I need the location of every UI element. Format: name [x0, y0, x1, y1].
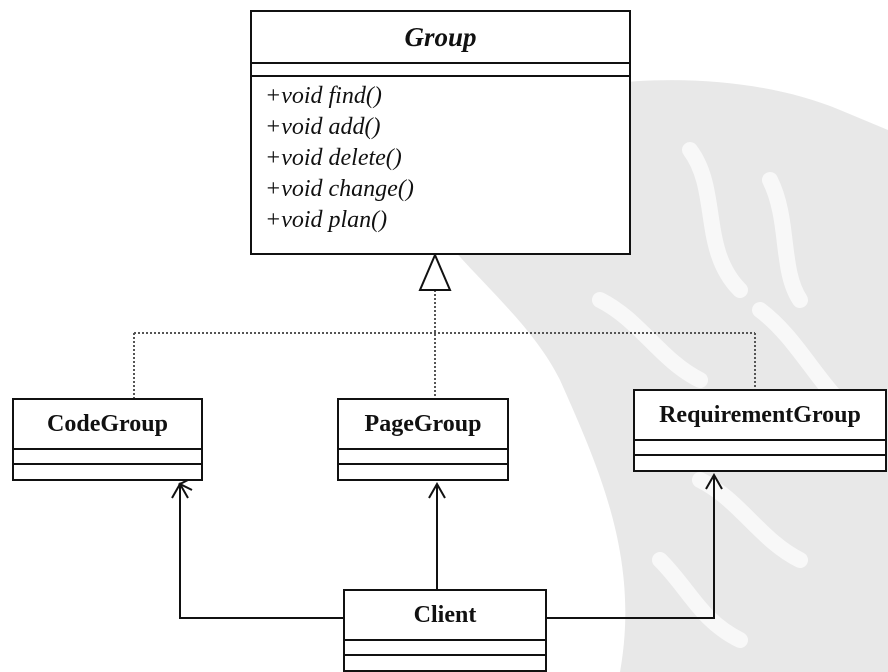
class-name-codegroup: CodeGroup — [14, 400, 201, 450]
class-requirementgroup: RequirementGroup — [633, 389, 887, 472]
operation-plan: +void plan() — [265, 207, 388, 233]
class-group: Group +void find() +void add() +void del… — [250, 10, 631, 255]
attributes-section-requirementgroup — [635, 441, 885, 456]
class-pagegroup: PageGroup — [337, 398, 509, 481]
class-codegroup: CodeGroup — [12, 398, 203, 481]
class-name-pagegroup: PageGroup — [339, 400, 507, 450]
attributes-section-group — [252, 64, 629, 77]
class-client: Client — [343, 589, 547, 672]
attributes-section-codegroup — [14, 450, 201, 465]
inheritance-triangle — [418, 252, 452, 291]
arrowhead-pagegroup — [428, 481, 446, 499]
operation-change: +void change() — [265, 176, 414, 202]
class-name-group: Group — [252, 12, 629, 64]
generalization-lines — [133, 290, 756, 398]
class-name-client: Client — [345, 591, 545, 641]
operations-section-group: +void find() +void add() +void delete() … — [252, 77, 629, 236]
class-name-requirementgroup: RequirementGroup — [635, 391, 885, 441]
operation-delete: +void delete() — [265, 145, 402, 171]
operation-find: +void find() — [265, 83, 382, 109]
attributes-section-client — [345, 641, 545, 656]
attributes-section-pagegroup — [339, 450, 507, 465]
arrowhead-codegroup — [171, 481, 189, 499]
arrowhead-requirementgroup — [705, 472, 723, 490]
association-arrowheads — [171, 472, 723, 499]
association-lines — [180, 475, 715, 619]
operation-add: +void add() — [265, 114, 381, 140]
